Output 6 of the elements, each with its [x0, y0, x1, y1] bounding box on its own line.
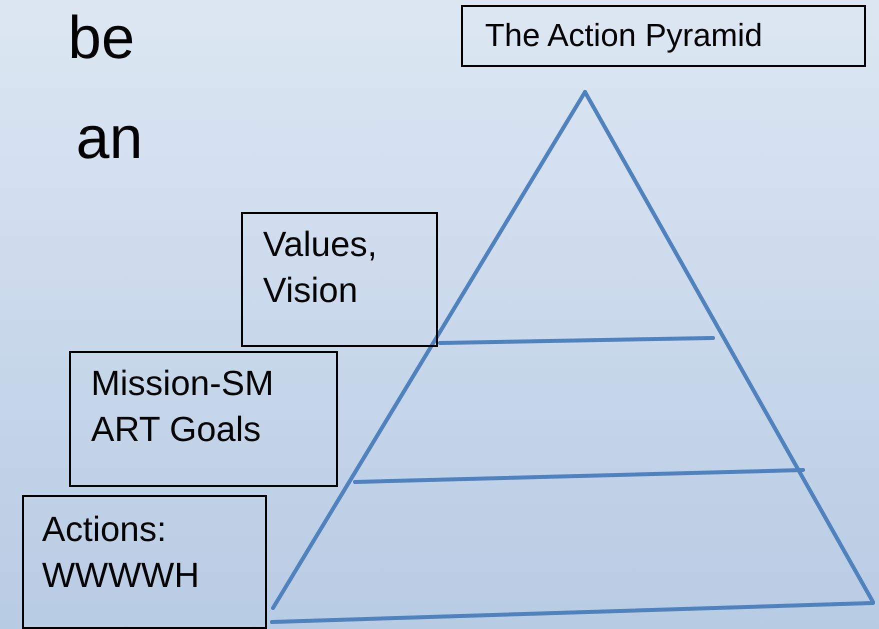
slide-text: an	[76, 108, 143, 168]
title-box: The Action Pyramid	[461, 5, 866, 67]
level-label-box: Mission-SM ART Goals	[69, 351, 338, 487]
slide-text: be	[68, 8, 135, 68]
level-label-box: Actions: WWWWH	[22, 495, 267, 629]
level-label-box: Values, Vision	[241, 212, 438, 347]
